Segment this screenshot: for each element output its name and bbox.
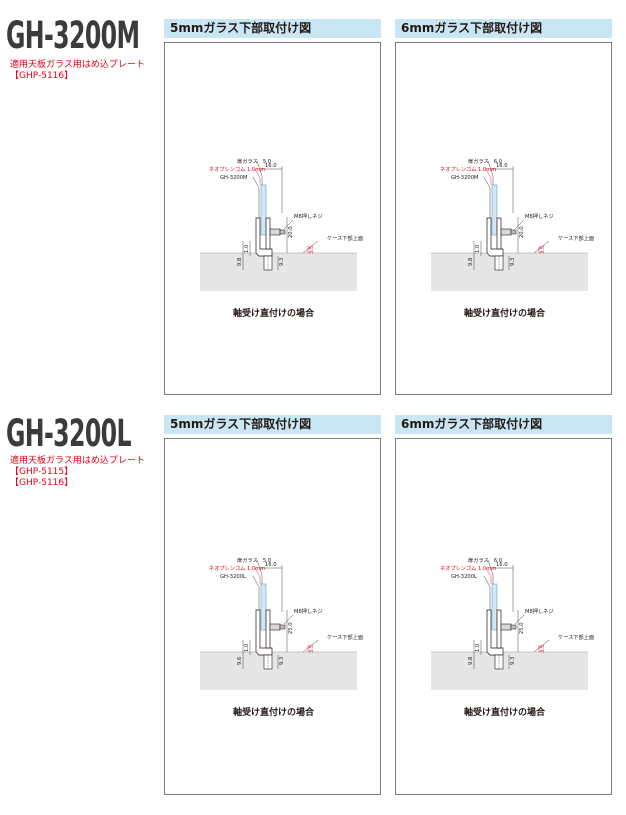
subtitle: 適用天板ガラス用はめ込プレート — [10, 456, 145, 466]
case-floor — [200, 253, 357, 291]
height-dimension: 25.0 — [288, 622, 294, 634]
dimension-a: 9.8 — [468, 258, 474, 266]
hinge-bracket — [255, 217, 273, 257]
dimension-b: 1.0 — [475, 644, 481, 652]
dimension-c: 9.3 — [279, 657, 285, 665]
section-gh-3200l: GH-3200L 適用天板ガラス用はめ込プレート 【GHP-5115】 【GHP… — [0, 400, 626, 815]
m8-set-screw — [269, 228, 281, 236]
case-top-label: ケース下部上面 — [327, 633, 363, 641]
bracket-plate — [496, 217, 502, 250]
glass-pane — [491, 583, 498, 631]
dimension-a: 9.8 — [237, 258, 243, 266]
rubber-label: ネオプレンゴム 1.0mm — [440, 564, 496, 572]
m8-set-screw — [500, 623, 512, 631]
dimension-d: 3.5 — [309, 645, 315, 653]
case-top-label: ケース下部上面 — [558, 234, 594, 242]
bracket-plate — [265, 609, 271, 649]
dimension-c: 9.3 — [510, 258, 516, 266]
drawing-caption: 軸受け直付けの場合 — [463, 708, 545, 718]
pivot-stud — [494, 654, 504, 670]
model-title: GH-3200M — [6, 14, 140, 57]
m8-set-screw — [269, 623, 281, 631]
dimension-a: 9.8 — [468, 657, 474, 665]
case-floor — [200, 652, 357, 690]
case-floor — [431, 652, 588, 690]
screw-label: M8押しネジ — [525, 212, 554, 220]
screw-label: M8押しネジ — [294, 607, 323, 615]
dimension-a: 9.6 — [237, 657, 243, 665]
rubber-label: ネオプレンゴム 1.0mm — [440, 165, 496, 173]
glass-pane — [260, 583, 267, 631]
model-label: GH-3200L — [451, 574, 477, 580]
panel-title: 5mmガラス下部取付け図 — [164, 415, 381, 434]
hinge-bracket — [486, 217, 504, 257]
bracket-plate — [265, 217, 271, 250]
section-gh-3200m: GH-3200M 適用天板ガラス用はめ込プレート 【GHP-5116】 5mmガ… — [0, 0, 626, 400]
rubber-label: ネオプレンゴム 1.0mm — [209, 165, 265, 173]
case-floor — [431, 253, 588, 291]
glass-pane — [260, 184, 267, 236]
dimension-d: 3.5 — [309, 246, 315, 254]
part-number: 【GHP-5116】 — [10, 478, 74, 488]
height-dimension: 20.0 — [288, 226, 294, 238]
hinge-bracket — [486, 609, 504, 656]
height-dimension: 20.0 — [519, 226, 525, 238]
drawing-caption: 軸受け直付けの場合 — [232, 309, 314, 319]
panel-title: 6mmガラス下部取付け図 — [395, 19, 612, 38]
width-dimension: 16.0 — [496, 163, 508, 169]
dimension-d: 3.5 — [540, 246, 546, 254]
m8-set-screw — [500, 228, 512, 236]
glass-label: 扉ガラス 5.0 — [237, 157, 271, 165]
bracket-plate — [496, 609, 502, 649]
screw-label: M8押しネジ — [294, 212, 323, 220]
dimension-b: 1.0 — [244, 644, 250, 652]
dimension-c: 9.3 — [510, 657, 516, 665]
drawing-caption: 軸受け直付けの場合 — [232, 708, 314, 718]
width-dimension: 16.0 — [265, 163, 277, 169]
dimension-b: 1.0 — [475, 245, 481, 253]
case-top-label: ケース下部上面 — [558, 633, 594, 641]
panel-title: 5mmガラス下部取付け図 — [164, 19, 381, 38]
glass-pane — [491, 184, 498, 236]
width-dimension: 16.0 — [496, 562, 508, 568]
drawing-caption: 軸受け直付けの場合 — [463, 309, 545, 319]
height-dimension: 25.0 — [519, 622, 525, 634]
dimension-b: 1.0 — [244, 245, 250, 253]
dimension-d: 3.5 — [540, 645, 546, 653]
dimension-c: 9.3 — [279, 258, 285, 266]
case-top-label: ケース下部上面 — [327, 234, 363, 242]
glass-label: 扉ガラス 6.0 — [468, 556, 502, 564]
pivot-stud — [263, 255, 273, 271]
part-number: 【GHP-5116】 — [10, 71, 74, 81]
part-number: 【GHP-5115】 — [10, 467, 74, 477]
glass-label: 扉ガラス 6.0 — [468, 157, 502, 165]
model-title: GH-3200L — [6, 412, 132, 455]
model-label: GH-3200M — [220, 175, 247, 181]
subtitle: 適用天板ガラス用はめ込プレート — [10, 60, 145, 70]
pivot-stud — [494, 255, 504, 271]
rubber-label: ネオプレンゴム 1.0mm — [209, 564, 265, 572]
glass-label: 扉ガラス 5.0 — [237, 556, 271, 564]
model-label: GH-3200L — [220, 574, 246, 580]
model-label: GH-3200M — [451, 175, 478, 181]
width-dimension: 16.0 — [265, 562, 277, 568]
pivot-stud — [263, 654, 273, 670]
panel-title: 6mmガラス下部取付け図 — [395, 415, 612, 434]
hinge-bracket — [255, 609, 273, 656]
screw-label: M8押しネジ — [525, 607, 554, 615]
